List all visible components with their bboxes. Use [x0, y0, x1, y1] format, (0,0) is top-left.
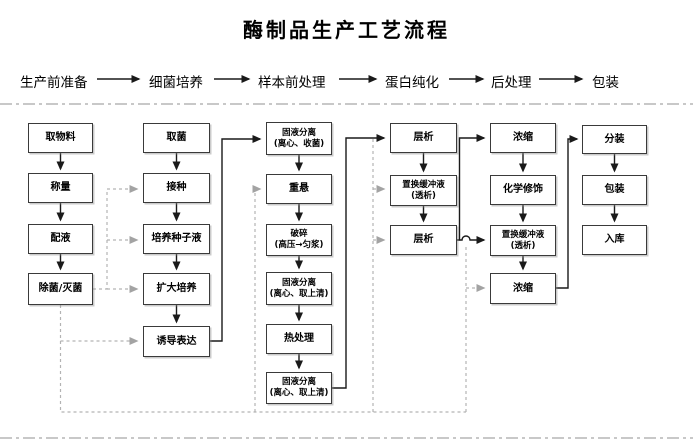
flow-box-chemical-modification: 化学修饰: [490, 175, 556, 205]
stage-label-bacteria-culture: 细菌培养: [149, 75, 203, 90]
flow-box-aliquot: 分装: [582, 125, 647, 154]
dashed-connector: [59, 305, 466, 413]
flow-box-separation-supernatant-1: 固液分离 (离心、取上清): [266, 272, 332, 305]
stage-label-protein-purification: 蛋白纯化: [385, 75, 439, 90]
flow-box-heat-treatment: 热处理: [266, 324, 332, 354]
flow-box-disruption: 破碎 (高压→匀浆): [266, 224, 332, 256]
solid-connector: [210, 135, 262, 342]
dashed-connector: [93, 189, 108, 290]
flow-box-warehousing: 入库: [582, 225, 647, 255]
dashed-connectors: [59, 138, 486, 413]
flow-box-take-strain: 取菌: [143, 123, 210, 153]
stage-label-sample-pretreatment: 样本前处理: [258, 75, 326, 90]
flow-box-separation-collect: 固液分离 (离心、收菌): [266, 122, 332, 155]
flow-box-buffer-exchange-1: 置换缓冲液 (透析): [390, 175, 457, 206]
flow-box-separation-supernatant-2: 固液分离 (离心、取上清): [266, 372, 332, 404]
flow-box-chromatography-1: 层析: [390, 123, 457, 153]
flow-box-seed-culture: 培养种子液: [143, 224, 210, 254]
flow-box-packaging: 包装: [582, 175, 647, 205]
flow-box-solution-prep: 配液: [28, 224, 93, 254]
stage-label-packaging: 包装: [592, 75, 619, 90]
flow-box-chromatography-2: 层析: [390, 225, 457, 255]
flow-box-materials: 取物料: [28, 123, 93, 153]
flow-box-sterilization: 除菌/灭菌: [28, 273, 93, 305]
solid-connector: [332, 134, 386, 389]
solid-connector: [556, 135, 579, 289]
flow-box-induce-expression: 诱导表达: [143, 326, 210, 357]
section-divider-lines: [0, 103, 693, 439]
stage-label-post-processing: 后处理: [491, 75, 532, 90]
flow-box-weighing: 称量: [28, 173, 93, 203]
dashed-connector: [252, 185, 262, 412]
flow-box-concentrate-2: 浓缩: [490, 273, 556, 304]
solid-connectors: [56, 75, 619, 389]
flow-box-inoculate: 接种: [143, 173, 210, 203]
flow-box-buffer-exchange-2: 置换缓冲液 (透析): [490, 225, 556, 256]
flow-box-resuspend: 重悬: [266, 174, 332, 204]
page-title: 酶制品生产工艺流程: [243, 20, 450, 42]
flow-box-scale-up-culture: 扩大培养: [143, 273, 210, 305]
solid-connector: [457, 134, 486, 241]
flow-box-concentrate-1: 浓缩: [490, 123, 556, 153]
stage-label-pre-production: 生产前准备: [20, 75, 88, 90]
solid-connector: [459, 235, 486, 244]
